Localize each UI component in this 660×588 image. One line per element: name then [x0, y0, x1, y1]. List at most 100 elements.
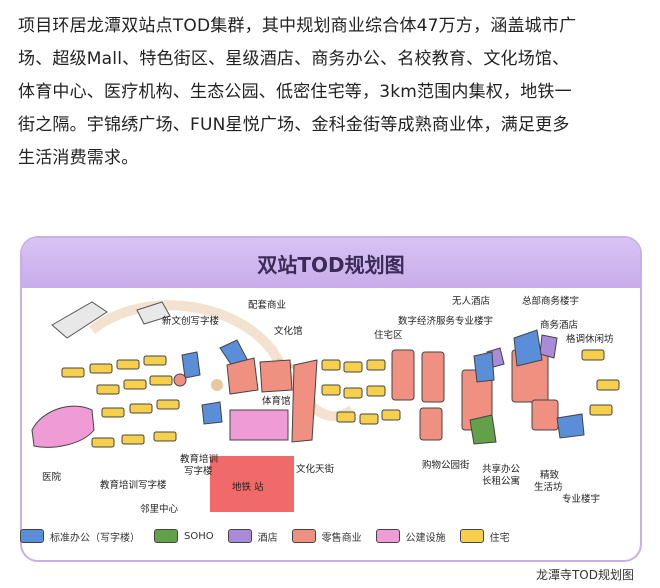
legend-item: 零售商业 — [291, 529, 362, 544]
residential-block — [121, 434, 145, 445]
residential-block — [359, 413, 379, 425]
label-zongbu: 总部商务楼宇 — [522, 295, 579, 307]
label-jingzhi-2: 生活坊 — [534, 481, 563, 493]
label-gongxiang-1: 共享办公 — [482, 463, 521, 475]
planning-map: 地铁 站 — [31, 295, 620, 515]
residential-block — [89, 363, 113, 374]
residential-block — [129, 403, 153, 414]
residential-block — [343, 361, 363, 373]
intro-paragraph: 项目环居龙潭双站点TOD集群，其中规划商业综合体47万方，涵盖城市广 场、超级M… — [18, 10, 644, 175]
legend-label: SOHO — [184, 530, 214, 542]
label-shuzi: 数字经济服务专业楼宇 — [398, 315, 493, 327]
residential-block — [589, 404, 613, 416]
residential-block — [321, 359, 341, 371]
residential-block — [321, 384, 341, 396]
residential-block — [343, 387, 363, 399]
label-jiaoyu-1: 教育培训 — [180, 453, 218, 465]
card-title: 双站TOD规划图 — [257, 252, 405, 277]
label-wuren: 无人酒店 — [452, 295, 490, 307]
legend-item: SOHO — [154, 529, 214, 543]
residential-block — [96, 384, 120, 395]
station-label: 地铁 站 — [232, 481, 264, 493]
residential-block — [156, 399, 180, 410]
grey-block — [136, 301, 171, 325]
label-linli: 邻里中心 — [140, 503, 179, 515]
label-wenhuaguan: 文化馆 — [274, 325, 303, 337]
intro-line: 街之隔。宇锦绣广场、FUN星悦广场、金科金街等成熟商业体，满足更多 — [18, 115, 570, 135]
label-jiaoyu-2: 写字楼 — [184, 465, 213, 477]
residential-block — [581, 349, 605, 361]
hotel-block — [539, 334, 558, 359]
legend-swatch — [227, 529, 252, 543]
residential-block — [596, 379, 620, 391]
card-header: 双站TOD规划图 — [22, 238, 640, 288]
office-block — [181, 351, 201, 379]
grey-block — [51, 301, 108, 339]
office-block — [201, 401, 223, 425]
station-dot — [211, 379, 223, 391]
retail-block — [531, 399, 559, 431]
legend-swatch — [459, 529, 484, 543]
residential-block — [336, 411, 356, 423]
soho-block — [469, 414, 497, 445]
label-shangwu-jiudian: 商务酒店 — [540, 319, 578, 331]
residential-block — [366, 359, 386, 371]
residential-block — [123, 379, 147, 390]
residential-block — [381, 409, 401, 421]
legend-label: 公建设施 — [405, 532, 446, 544]
legend-swatch — [20, 529, 44, 543]
legend-item: 酒店 — [227, 529, 278, 544]
label-xinwenchuang: 新文创写字楼 — [162, 315, 220, 327]
office-block — [556, 413, 585, 439]
residential-block — [116, 359, 140, 370]
public-block — [229, 409, 289, 441]
retail-street — [291, 359, 318, 443]
residential-block — [101, 407, 125, 418]
retail-block — [391, 349, 415, 401]
intro-line: 生活消费需求。 — [18, 148, 139, 168]
legend-item: 公建设施 — [375, 529, 446, 544]
legend-swatch — [154, 529, 178, 543]
retail-block — [421, 351, 445, 403]
legend: 标准办公（写字楼） SOHO 酒店 零售商业 公建设施 住宅 — [20, 525, 620, 547]
legend-item: 住宅 — [459, 529, 510, 544]
retail-block — [419, 407, 443, 441]
label-yiyuan: 医院 — [42, 471, 62, 483]
residential-block — [143, 355, 167, 366]
label-jingzhi-1: 精致 — [540, 469, 560, 481]
residential-block — [91, 437, 115, 448]
road-curve — [88, 300, 355, 422]
residential-block — [153, 431, 177, 442]
retail-block — [173, 373, 187, 387]
legend-item: 标准办公（写字楼） — [20, 529, 140, 544]
residential-block — [366, 385, 386, 397]
tod-plan-card: 双站TOD规划图 — [20, 236, 642, 562]
label-gongxiang-2: 长租公寓 — [482, 475, 520, 487]
residential-block — [149, 375, 173, 386]
residential-block — [61, 367, 85, 378]
legend-label: 住宅 — [489, 532, 510, 544]
label-peitao: 配套商业 — [248, 299, 286, 311]
legend-label: 标准办公（写字楼） — [50, 532, 140, 544]
legend-swatch — [375, 529, 400, 543]
figure-caption: 龙潭寺TOD规划图 — [535, 568, 634, 582]
retail-block — [226, 357, 259, 395]
office-block — [513, 329, 543, 367]
hospital-block — [31, 405, 95, 448]
intro-line: 项目环居龙潭双站点TOD集群，其中规划商业综合体47万方，涵盖城市广 — [18, 16, 577, 36]
legend-label: 酒店 — [257, 532, 278, 544]
label-wenhua-tianjie: 文化天街 — [296, 463, 335, 475]
legend-label: 零售商业 — [321, 532, 362, 544]
label-zhuzhai: 住宅区 — [374, 329, 403, 341]
label-getiao: 格调休闲坊 — [566, 333, 614, 345]
label-jiaoyu-xiezilou: 教育培训写字楼 — [100, 479, 167, 491]
intro-line: 体育中心、医疗机构、生态公园、低密住宅等，3km范围内集权，地铁一 — [18, 82, 572, 102]
office-block — [473, 351, 495, 383]
retail-block — [259, 359, 293, 393]
label-gouwu: 购物公园街 — [422, 459, 470, 471]
label-tiyuguan: 体育馆 — [262, 395, 291, 407]
station-plaza — [210, 456, 294, 512]
label-zhuanye: 专业楼宇 — [562, 493, 600, 505]
intro-line: 场、超级Mall、特色街区、星级酒店、商务办公、名校教育、文化场馆、 — [18, 49, 570, 69]
legend-swatch — [291, 529, 316, 543]
